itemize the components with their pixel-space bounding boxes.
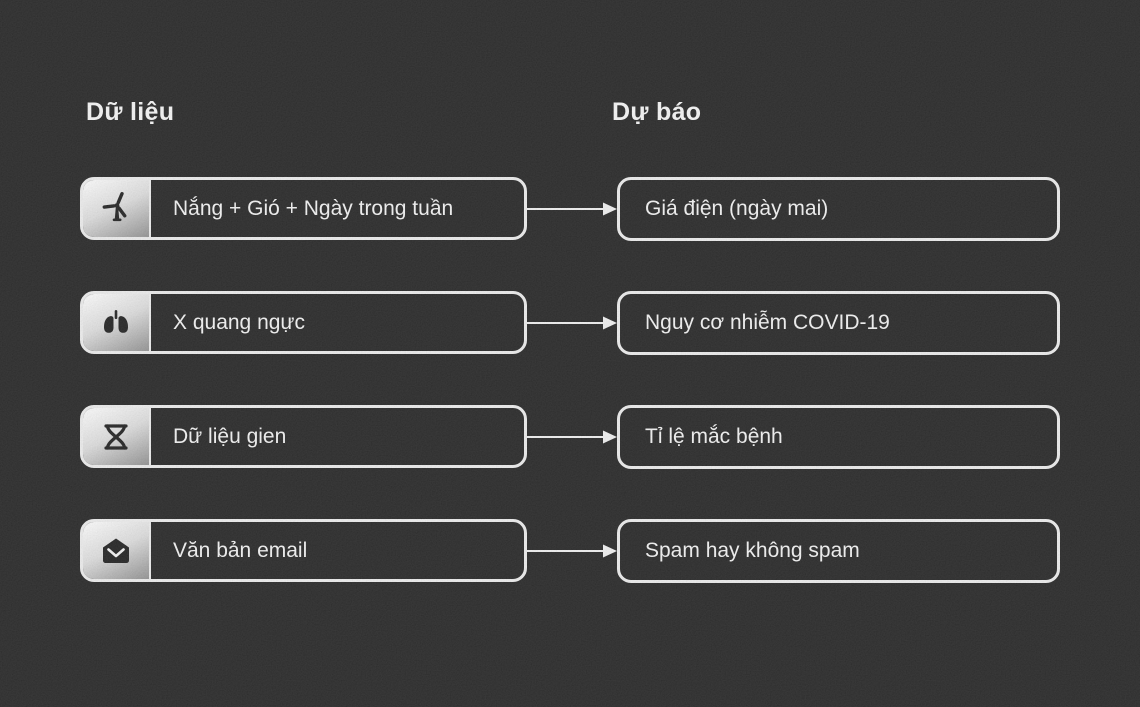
output-label: Spam hay không spam bbox=[645, 539, 860, 562]
input-pill-email: Văn bản email bbox=[80, 519, 527, 582]
input-label: X quang ngực bbox=[173, 310, 305, 334]
input-label: Nắng + Gió + Ngày trong tuần bbox=[173, 196, 454, 220]
input-label: Dữ liệu gien bbox=[173, 424, 287, 448]
arrow-icon bbox=[527, 202, 617, 216]
arrow-icon bbox=[527, 544, 617, 558]
icon-panel bbox=[83, 294, 151, 351]
arrow-icon bbox=[527, 430, 617, 444]
lungs-icon bbox=[104, 309, 128, 333]
output-label: Giá điện (ngày mai) bbox=[645, 197, 829, 220]
icon-panel bbox=[83, 180, 151, 237]
column-header-forecast: Dự báo bbox=[612, 98, 702, 126]
icon-panel bbox=[83, 408, 151, 465]
input-pill-weather: Nắng + Gió + Ngày trong tuần bbox=[80, 177, 527, 240]
input-pill-xray: X quang ngực bbox=[80, 291, 527, 354]
icon-panel bbox=[83, 522, 151, 579]
output-box-covid: Nguy cơ nhiễm COVID-19 bbox=[617, 291, 1060, 355]
arrow-icon bbox=[527, 316, 617, 330]
output-label: Tỉ lệ mắc bệnh bbox=[645, 425, 783, 448]
output-box-electricity: Giá điện (ngày mai) bbox=[617, 177, 1060, 241]
input-pill-genes: Dữ liệu gien bbox=[80, 405, 527, 468]
output-box-disease: Tỉ lệ mắc bệnh bbox=[617, 405, 1060, 469]
envelope-icon bbox=[103, 538, 129, 563]
input-label: Văn bản email bbox=[173, 538, 308, 562]
column-header-data: Dữ liệu bbox=[86, 98, 175, 126]
wind-turbine-icon bbox=[102, 191, 127, 221]
dna-icon bbox=[104, 423, 128, 450]
output-box-spam: Spam hay không spam bbox=[617, 519, 1060, 583]
output-label: Nguy cơ nhiễm COVID-19 bbox=[645, 311, 890, 334]
